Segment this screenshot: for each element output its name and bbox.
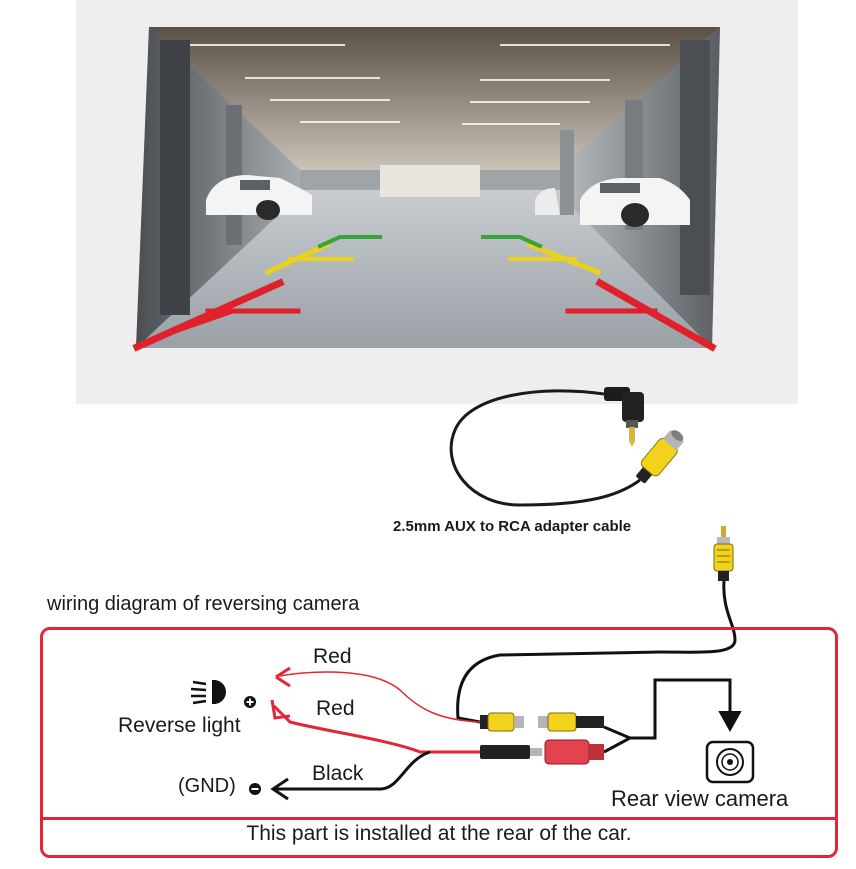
positive-terminal-icon [244, 696, 256, 708]
camera-rca-lead [456, 526, 737, 724]
garage-scene [132, 27, 720, 352]
parked-car-left [206, 175, 312, 220]
aux-jack-icon [604, 387, 644, 447]
power-dc-connector-pair [480, 739, 604, 765]
parking-guide-lines [132, 235, 717, 352]
rca-female-plug-icon [636, 430, 684, 484]
installation-frame [40, 627, 838, 858]
aux-to-rca-adapter-cable [449, 387, 684, 507]
reverse-light-label: Reverse light [118, 714, 241, 737]
rear-camera-label: Rear view camera [611, 786, 789, 811]
negative-terminal-icon [249, 783, 261, 795]
ground-label: (GND) [178, 775, 236, 797]
frame-divider [40, 817, 838, 820]
footer-note: This part is installed at the rear of th… [246, 822, 632, 845]
adapter-cable-caption: 2.5mm AUX to RCA adapter cable [393, 518, 632, 535]
parked-car-right [535, 178, 690, 227]
rear-camera-icon [705, 740, 755, 784]
diagram-title: wiring diagram of reversing camera [47, 593, 360, 615]
reverse-light-icon [190, 680, 226, 705]
yellow-rca-connector-pair [480, 712, 604, 732]
wire-label-black: Black [312, 762, 364, 785]
wire-label-red-2: Red [316, 697, 355, 720]
wiring-lines [270, 666, 742, 801]
wire-label-red-1: Red [313, 645, 352, 668]
